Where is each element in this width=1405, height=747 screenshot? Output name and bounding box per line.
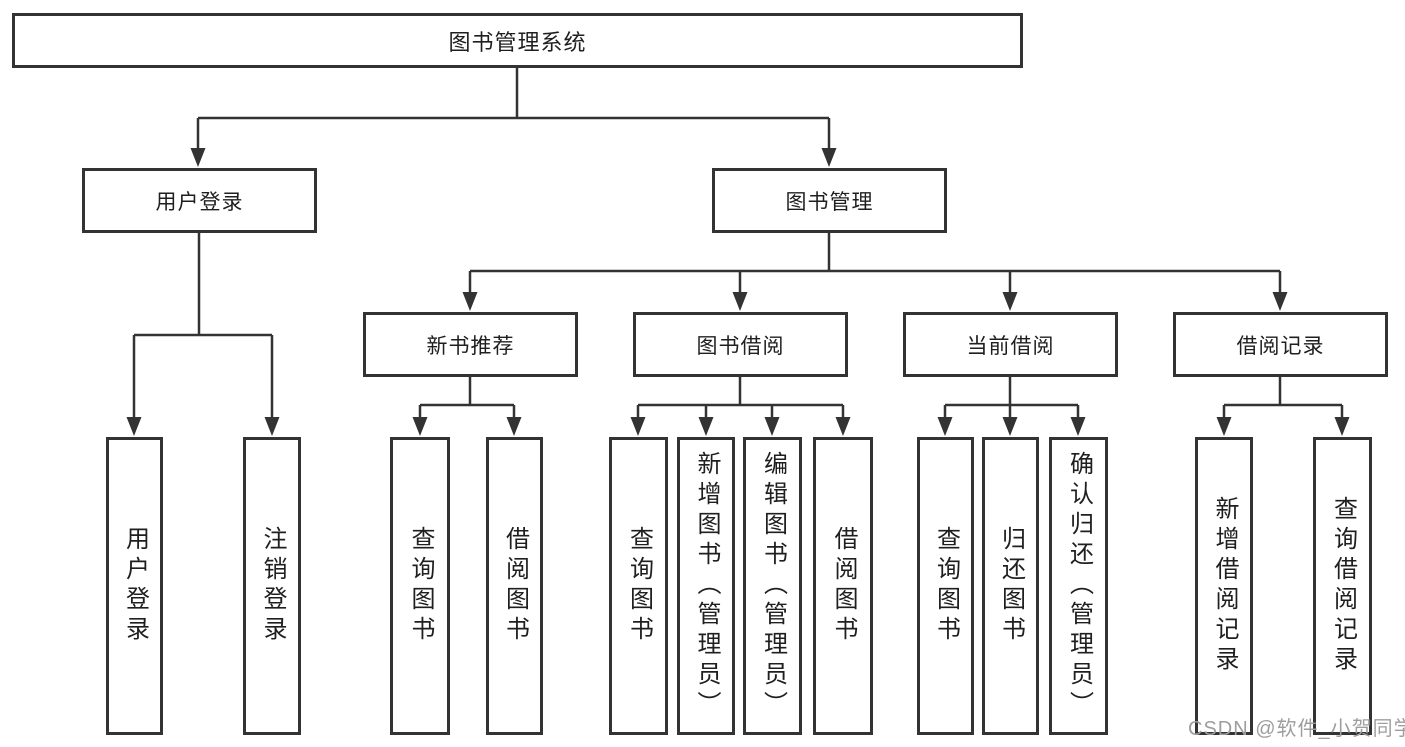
node-leaf-query-books-recommend: 查询图书	[390, 437, 450, 735]
node-leaf-add-borrow-record: 新增借阅记录	[1195, 437, 1253, 735]
node-book-management: 图书管理	[712, 168, 947, 233]
node-leaf-borrow-books: 借阅图书	[813, 437, 873, 735]
arrowheads	[126, 148, 1350, 436]
node-root-library-system: 图书管理系统	[12, 13, 1023, 68]
node-leaf-add-books-admin: 新增图书（管理员）	[677, 437, 735, 735]
node-leaf-query-books-current: 查询图书	[917, 437, 974, 735]
node-leaf-logout: 注销登录	[243, 437, 301, 735]
node-current-borrowing: 当前借阅	[903, 312, 1118, 377]
node-user-login: 用户登录	[82, 168, 317, 233]
node-borrowing-records: 借阅记录	[1173, 312, 1388, 377]
node-book-borrowing: 图书借阅	[633, 312, 848, 377]
node-leaf-borrow-books-recommend: 借阅图书	[486, 437, 543, 735]
node-leaf-return-books: 归还图书	[982, 437, 1039, 735]
node-new-book-recommendation: 新书推荐	[363, 312, 578, 377]
csdn-watermark: CSDN @软件_小贺同学	[1188, 718, 1405, 740]
node-leaf-edit-books-admin: 编辑图书（管理员）	[743, 437, 802, 735]
node-leaf-user-login: 用户登录	[106, 437, 163, 735]
node-leaf-query-borrow-record: 查询借阅记录	[1313, 437, 1372, 735]
node-leaf-query-books-borrow: 查询图书	[609, 437, 668, 735]
node-leaf-confirm-return-admin: 确认归还（管理员）	[1049, 437, 1108, 735]
